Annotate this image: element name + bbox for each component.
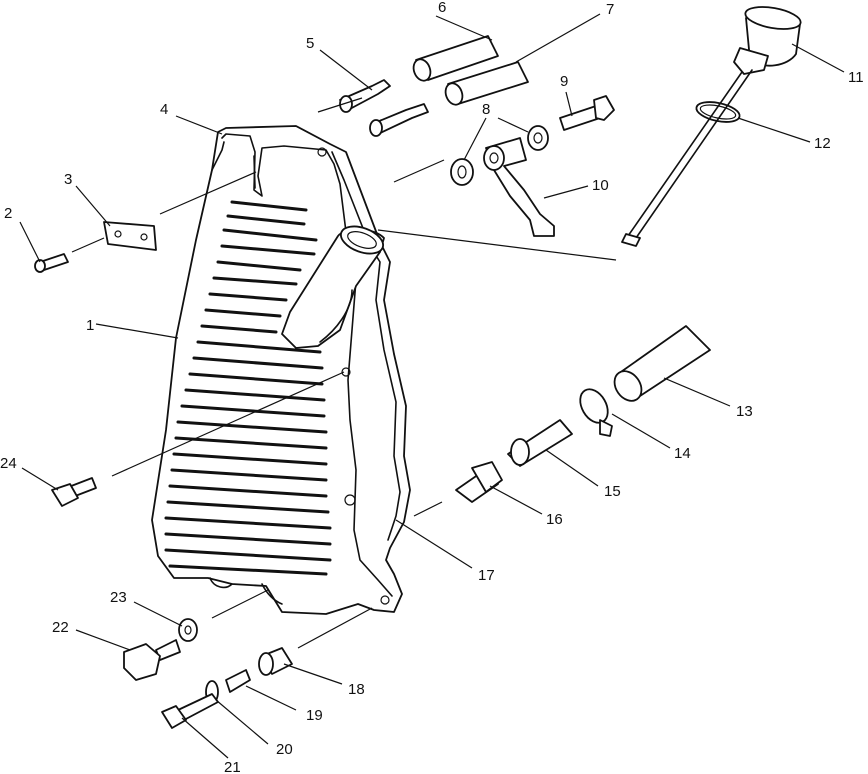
assembly-lines	[71, 97, 617, 649]
callout-3: 3	[64, 171, 72, 188]
drain-bolt-part-22	[123, 639, 181, 681]
washer-part-8a	[450, 158, 474, 186]
hose-barb-part-15	[507, 419, 573, 467]
tank-cooling-fins	[164, 200, 332, 576]
washer-part-23	[178, 618, 198, 642]
callout-7: 7	[606, 1, 614, 18]
callout-23: 23	[110, 589, 127, 606]
callout-5: 5	[306, 35, 314, 52]
callout-15: 15	[604, 483, 621, 500]
bolt-part-21	[161, 693, 219, 729]
callout-4: 4	[160, 101, 168, 118]
hose-part-7	[444, 61, 529, 106]
callout-19: 19	[306, 707, 323, 724]
fitting-part-5a	[339, 79, 391, 113]
callout-21: 21	[224, 759, 241, 774]
oil-tank	[151, 125, 411, 615]
callout-24: 24	[0, 455, 17, 472]
callout-12: 12	[814, 135, 831, 152]
bolt-part-24	[51, 477, 97, 507]
callout-2: 2	[4, 205, 12, 222]
hose-part-6	[412, 35, 499, 82]
dipstick-cap-part-11	[621, 6, 802, 247]
grommet-part-18	[258, 647, 293, 676]
callout-20: 20	[276, 741, 293, 758]
banjo-fitting-part-10	[483, 137, 555, 237]
o-ring-part-12	[695, 101, 741, 123]
callout-17: 17	[478, 567, 495, 584]
hose-part-13	[613, 325, 711, 402]
callout-10: 10	[592, 177, 609, 194]
callout-11: 11	[848, 69, 864, 86]
screw-part-2	[34, 253, 69, 273]
sleeve-part-19	[225, 669, 251, 693]
fitting-part-5b	[369, 103, 429, 137]
clip-plate-part-3	[103, 221, 157, 251]
bolt-part-9	[559, 95, 615, 131]
leader-lines	[19, 13, 845, 759]
callout-16: 16	[546, 511, 563, 528]
callout-14: 14	[674, 445, 691, 462]
callout-13: 13	[736, 403, 753, 420]
callout-1: 1	[86, 317, 94, 334]
callout-18: 18	[348, 681, 365, 698]
washer-part-8b	[527, 125, 549, 151]
callout-22: 22	[52, 619, 69, 636]
callout-6: 6	[438, 0, 446, 16]
hose-clamp-part-14	[579, 388, 613, 437]
callout-9: 9	[560, 73, 568, 90]
callout-8: 8	[482, 101, 490, 118]
fitting-part-16	[455, 461, 503, 503]
